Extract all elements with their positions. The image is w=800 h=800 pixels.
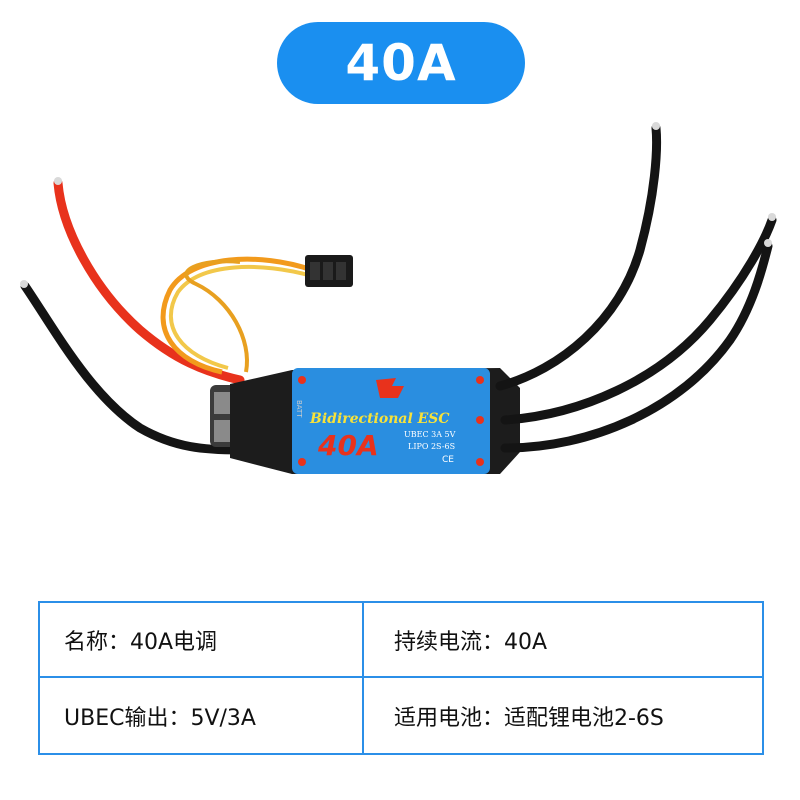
spec-battery: 适用电池：适配锂电池2-6S: [362, 678, 762, 753]
signal-wire-yellow: [168, 264, 313, 370]
motor-wire-middle: [500, 215, 777, 425]
motor-wire-top-tip: [652, 122, 660, 130]
title-text: 40A: [345, 34, 457, 92]
esc-amp: 40A: [317, 429, 379, 462]
red-power-wire: [53, 178, 245, 385]
motor-wire-middle-tip: [768, 213, 776, 221]
esc-spec-line2: LIPO 2S-6S: [408, 442, 455, 451]
ce-mark: CE: [442, 455, 454, 465]
esc-product-image: Bidirectional ESC 40A UBEC 3A 5V LIPO 2S…: [20, 122, 777, 474]
esc-name: Bidirectional ESC: [309, 411, 450, 427]
motor-wire-bottom-tip: [764, 239, 772, 247]
batt-label: BATT: [295, 400, 303, 418]
title-badge: 40A: [277, 22, 525, 104]
motor-wire-bottom: [500, 241, 773, 453]
spec-ubec: UBEC输出：5V/3A: [64, 705, 256, 731]
signal-wire-cross: [184, 259, 249, 373]
brand-logo-icon: [376, 378, 404, 398]
motor-wire-top: [495, 123, 662, 391]
spec-current: 持续电流：40A: [362, 603, 762, 678]
black-wire-tip: [20, 280, 28, 288]
black-power-wire: [20, 281, 245, 455]
spec-table: 名称：40A电调 持续电流：40A UBEC输出：5V/3A 适用电池：适配锂电…: [38, 601, 764, 755]
red-wire-tip: [54, 177, 62, 185]
spec-name: 名称：40A电调: [40, 603, 362, 678]
signal-wire-orange: [160, 256, 313, 375]
esc-label: [292, 368, 490, 474]
esc-spec-line1: UBEC 3A 5V: [404, 430, 456, 439]
